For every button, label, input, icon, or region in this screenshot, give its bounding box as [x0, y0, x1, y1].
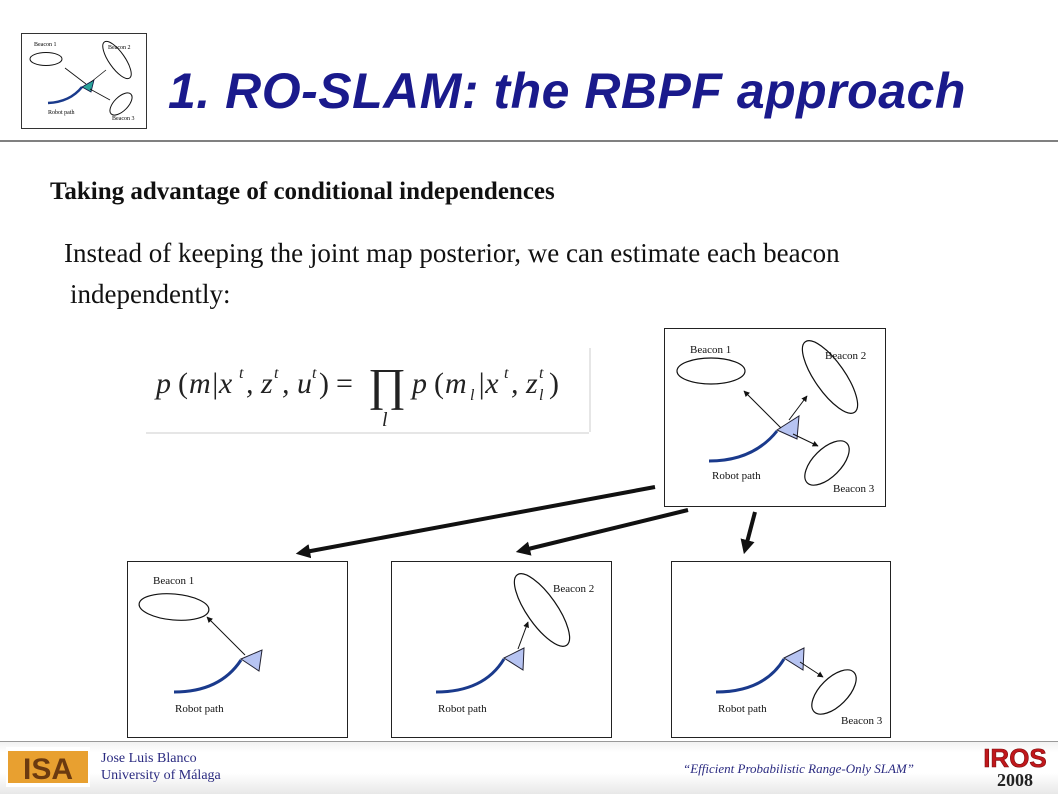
svg-text:, u: , u [282, 367, 312, 400]
svg-text:t: t [239, 365, 244, 382]
iros-logo: IROS 2008 [976, 743, 1054, 790]
body-text-line-1: Instead of keeping the joint map posteri… [64, 238, 840, 268]
svg-text:, z: , z [511, 367, 538, 400]
footer-paper-title: “Efficient Probabilistic Range-Only SLAM… [683, 761, 914, 776]
svg-text:t: t [274, 365, 279, 382]
svg-text:l: l [470, 387, 475, 404]
svg-text:): ) [319, 367, 329, 400]
iros-logo-text: IROS [983, 743, 1047, 773]
slide-title: 1. RO-SLAM: the RBPF approach [168, 63, 966, 119]
sub1-beacon1-label: Beacon 1 [153, 575, 194, 587]
full-robot-path-label: Robot path [712, 470, 761, 482]
svg-text:m: m [445, 367, 467, 400]
sub3-robot-path-label: Robot path [718, 703, 767, 715]
svg-text:(: ( [178, 367, 188, 400]
svg-text:(: ( [434, 367, 444, 400]
sub3-beacon3-label: Beacon 3 [841, 715, 883, 727]
body-text-line-2: independently: [70, 279, 231, 309]
product-index: l [382, 409, 388, 431]
isa-logo-text: ISA [23, 753, 73, 786]
svg-text:t: t [504, 365, 509, 382]
thumb-beacon3-label: Beacon 3 [112, 116, 135, 122]
svg-text:p: p [154, 367, 171, 400]
full-map-diagram: Beacon 1 Beacon 2 Robot path Beacon 3 [664, 328, 886, 507]
svg-text:m|x: m|x [189, 367, 233, 400]
svg-text:|x: |x [477, 367, 499, 400]
thumbnail-diagram: Beacon 1 Beacon 2 Robot path Beacon 3 [21, 33, 147, 129]
thumb-robot-path-label: Robot path [48, 110, 75, 116]
svg-text:t: t [539, 365, 544, 382]
svg-text:): ) [549, 367, 559, 400]
full-beacon2-label: Beacon 2 [825, 350, 866, 362]
beacon3-subdiagram: Robot path Beacon 3 [671, 561, 891, 738]
full-beacon1-label: Beacon 1 [690, 344, 731, 356]
svg-text:t: t [312, 365, 317, 382]
isa-logo: ISA [6, 747, 90, 787]
sub1-robot-path-label: Robot path [175, 703, 224, 715]
iros-logo-year: 2008 [997, 770, 1033, 789]
sub2-beacon2-label: Beacon 2 [553, 583, 594, 595]
title-divider [0, 140, 1058, 142]
author-name: Jose Luis Blanco [101, 751, 197, 766]
thumb-beacon1-label: Beacon 1 [34, 42, 57, 48]
full-beacon3-label: Beacon 3 [833, 483, 875, 495]
thumb-beacon2-label: Beacon 2 [108, 45, 131, 51]
author-block: Jose Luis Blanco University of Málaga [101, 750, 221, 784]
beacon2-subdiagram: Beacon 2 Robot path [391, 561, 612, 738]
slide-footer [0, 741, 1058, 794]
factorization-formula: p ( m|x t , z t , u t ) = ∏ l p ( m l |x… [146, 348, 589, 432]
product-symbol: ∏ [368, 359, 406, 410]
svg-text:=: = [336, 367, 353, 400]
sub2-robot-path-label: Robot path [438, 703, 487, 715]
section-heading: Taking advantage of conditional independ… [50, 178, 555, 205]
svg-text:, z: , z [246, 367, 273, 400]
svg-text:p: p [410, 367, 427, 400]
svg-text:l: l [539, 387, 544, 404]
author-affiliation: University of Málaga [101, 768, 221, 783]
beacon1-subdiagram: Beacon 1 Robot path [127, 561, 348, 738]
